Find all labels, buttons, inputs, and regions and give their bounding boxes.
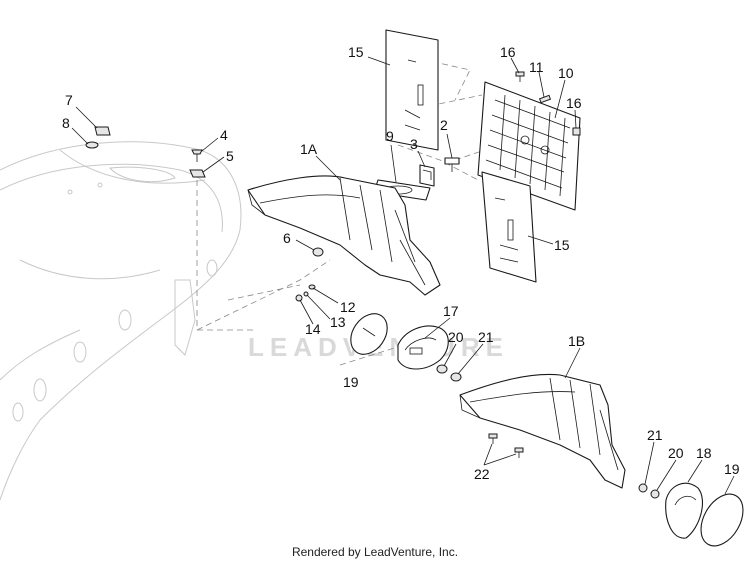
reflector-19a	[350, 313, 388, 355]
callout-11: 11	[529, 59, 544, 75]
callout-13: 13	[330, 314, 346, 330]
housing-18	[665, 482, 703, 539]
nut-14	[295, 294, 303, 302]
callout-4: 4	[220, 127, 228, 143]
part-1b-bracket	[459, 373, 626, 489]
callout-1a: 1A	[300, 141, 318, 157]
callout-9: 9	[386, 128, 394, 144]
callout-21-left: 21	[478, 329, 494, 345]
callout-10: 10	[558, 65, 574, 81]
washer-20a	[436, 364, 448, 374]
rear-body-ghost	[0, 141, 242, 501]
callout-21-right: 21	[647, 427, 663, 443]
callout-20-right: 20	[668, 445, 684, 461]
callout-18: 18	[696, 445, 712, 461]
callout-22: 22	[474, 466, 490, 482]
callout-16-right: 16	[566, 95, 582, 111]
callout-15-lower: 15	[554, 237, 570, 253]
footer-credit: Rendered by LeadVenture, Inc.	[291, 545, 459, 559]
screw-16a	[515, 71, 525, 82]
screw-22b	[514, 447, 524, 458]
nut-6	[312, 247, 324, 257]
nut-21a	[450, 372, 462, 382]
nut-21b	[638, 483, 648, 493]
callout-8: 8	[62, 115, 70, 131]
washer-8	[85, 141, 99, 149]
callout-1b: 1B	[568, 333, 585, 349]
callout-19-left: 19	[343, 374, 359, 390]
callout-17: 17	[443, 303, 459, 319]
screw-4	[191, 149, 203, 162]
callout-3: 3	[410, 136, 418, 152]
callout-12: 12	[340, 299, 356, 315]
part-15-upper	[385, 29, 439, 151]
callout-5: 5	[226, 148, 234, 164]
callout-7: 7	[65, 92, 73, 108]
part-15-lower	[481, 171, 537, 283]
assembly-lines	[196, 54, 501, 366]
part-2-bolt	[444, 157, 460, 172]
callout-20-left: 20	[448, 329, 464, 345]
housing-17	[397, 325, 449, 370]
callout-6: 6	[283, 230, 291, 246]
callout-2: 2	[440, 117, 448, 133]
nut-5	[189, 169, 206, 178]
callout-15-upper: 15	[348, 44, 364, 60]
push-pin-7	[94, 126, 111, 136]
callout-19-right: 19	[724, 461, 740, 477]
callout-16-top: 16	[500, 44, 516, 60]
callout-14: 14	[305, 321, 321, 337]
reflector-19b	[700, 493, 744, 547]
callouts: 15 16 11 10 16 7 8 4 5 9 3 2 1A 15 6 12 …	[62, 44, 740, 482]
screw-22a	[488, 433, 498, 444]
leader-lines	[71, 56, 735, 495]
washer-20b	[650, 489, 660, 499]
rivet-11	[538, 94, 552, 104]
part-1a-bracket	[247, 175, 441, 296]
screw-16b	[572, 127, 581, 136]
part-3-clip	[419, 164, 435, 187]
